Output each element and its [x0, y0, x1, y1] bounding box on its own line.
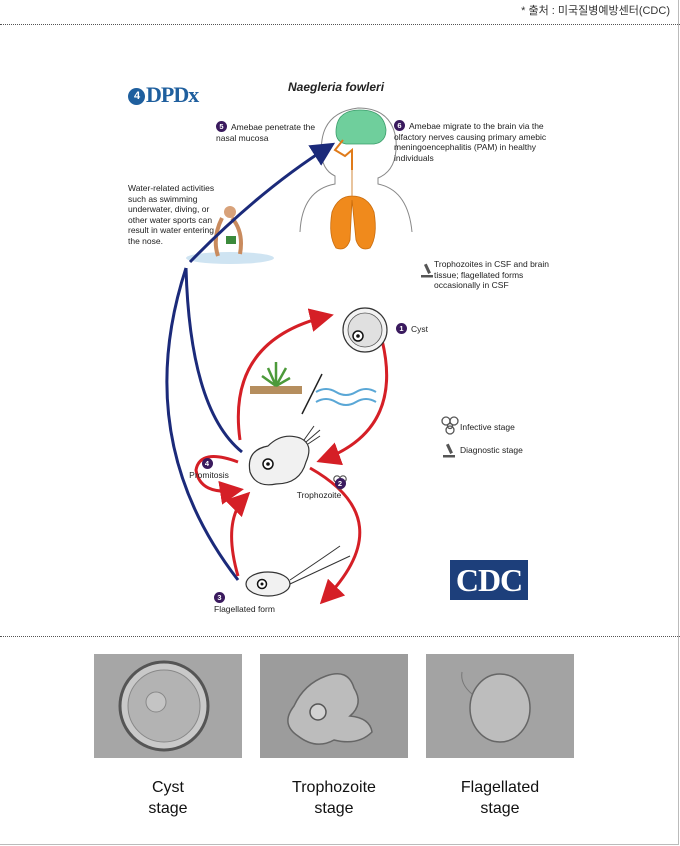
water-wave-icon	[315, 388, 377, 406]
arrow-trophozoite-to-flagellated	[309, 466, 362, 605]
legend-diagnostic: Diagnostic stage	[460, 445, 523, 455]
life-cycle-diagram	[165, 107, 459, 605]
trophozoite-drawing	[248, 425, 321, 486]
brain-icon	[335, 109, 387, 145]
cyst-drawing	[342, 307, 388, 353]
lungs-icon	[330, 170, 376, 250]
arrow-flagellated-to-water	[165, 267, 240, 581]
microscope-icon-csf	[421, 263, 433, 278]
diagram-title: Naegleria fowleri	[288, 80, 385, 94]
arrow-to-nasal	[188, 142, 336, 264]
csf-note: Trophozoites in CSF and brain tissue; fl…	[434, 259, 549, 290]
microscope-icon	[443, 443, 455, 458]
soil-plant-icon	[250, 362, 302, 394]
dpdx-logo-text: DPDx	[146, 82, 199, 107]
cdc-logo: CDC	[450, 560, 528, 600]
biohazard-icon	[441, 416, 459, 435]
top-divider	[0, 24, 680, 25]
source-note: * 출처 : 미국질병예방센터(CDC)	[521, 5, 670, 17]
middle-divider	[0, 636, 680, 637]
arrow-flagellated-to-trophozoite	[224, 491, 251, 577]
arrow-trophozoite-to-cyst	[236, 308, 334, 441]
olfactory-path	[333, 139, 353, 170]
slash-divider	[301, 373, 323, 415]
arrow-cyst-to-trophozoite	[316, 339, 389, 466]
dpdx-logo-mark: 4	[128, 88, 145, 105]
flagellated-photo	[426, 654, 574, 758]
arrow-trophozoite-to-water	[184, 267, 243, 454]
trophozoite-photo	[260, 654, 408, 758]
flagellated-form-drawing	[245, 545, 351, 597]
human-figure	[299, 107, 413, 250]
water-activity-note: Water-related activities such as swimmin…	[128, 183, 215, 246]
cyst-photo	[94, 654, 242, 758]
legend-infective: Infective stage	[460, 422, 515, 432]
arrow-promitosis-loop	[194, 455, 244, 505]
